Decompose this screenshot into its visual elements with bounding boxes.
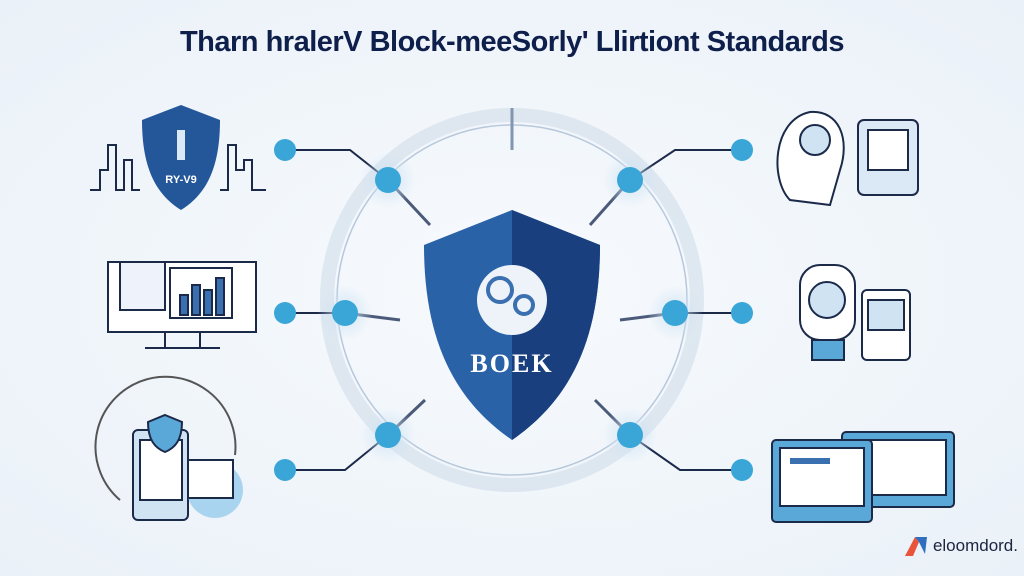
monitor-chart-icon	[107, 261, 257, 349]
user-profile-icon	[776, 110, 919, 207]
page-title: Tharn hralerV Block-meeSorly' Llirtiont …	[179, 26, 845, 58]
brand-name: eloomdord.	[932, 536, 1018, 555]
security-shield-icon: RY-V9	[90, 105, 266, 210]
left-shield-label: RY-V9	[165, 174, 196, 186]
dual-monitors-icon	[771, 431, 955, 523]
center-shield-icon: BOEK	[424, 210, 600, 440]
gear-icon	[513, 294, 535, 316]
brand-logo: eloomdord.	[903, 534, 1018, 558]
security-device-icon	[799, 264, 911, 361]
tablet-document-icon	[94, 375, 243, 521]
nodes	[274, 139, 753, 481]
center-shield-label: BOEK	[470, 349, 553, 378]
brand-logo-icon	[904, 537, 927, 556]
gear-icon	[486, 276, 514, 304]
